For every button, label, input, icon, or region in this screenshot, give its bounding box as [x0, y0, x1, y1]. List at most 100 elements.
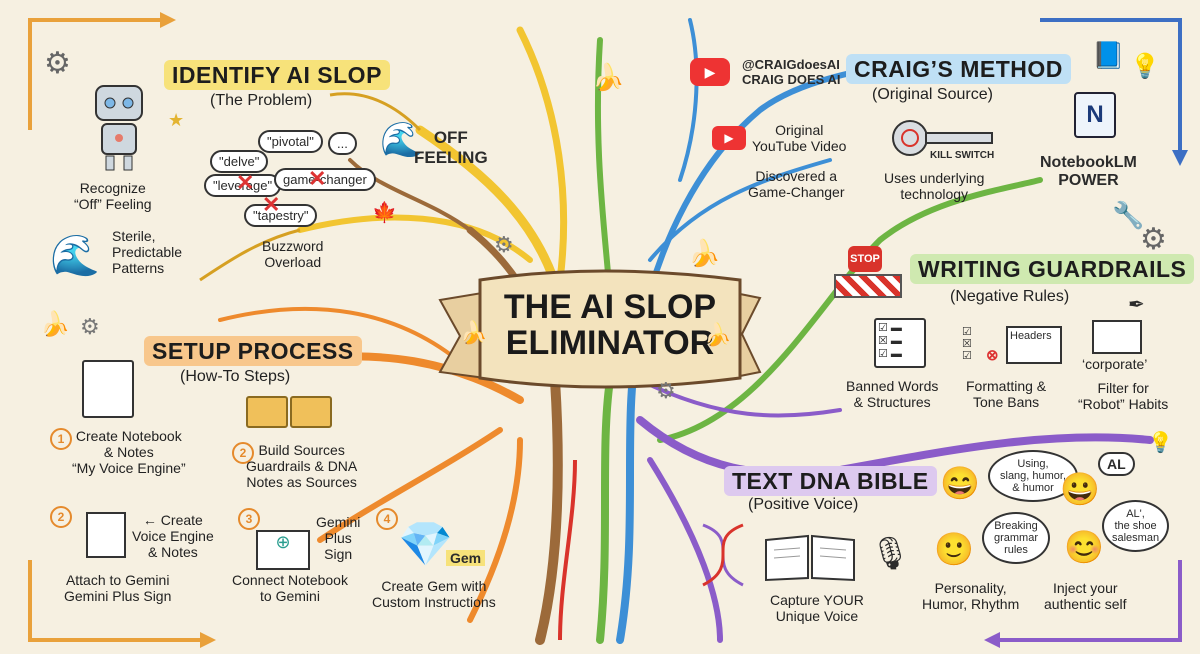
- microphone-icon: 🎙: [870, 535, 911, 571]
- banana-icon: 🍌: [704, 322, 732, 347]
- step4-number: 4: [376, 508, 398, 530]
- diamond-icon: 💎: [398, 520, 453, 569]
- checklist-icon: ☑ ▬☒ ▬☑ ▬: [874, 318, 926, 368]
- gear-icon: ⚙: [656, 378, 676, 403]
- headers-box: Headers: [1006, 326, 1062, 364]
- speech-al: AL: [1098, 452, 1135, 476]
- corporate-label: ‘corporate’: [1082, 356, 1148, 372]
- key-icon: [890, 118, 1000, 158]
- channel-handle: @CRAIGdoesAI CRAIG DOES AI: [742, 57, 841, 88]
- original-video-label: Original YouTube Video: [752, 122, 847, 155]
- notebook-pen-icon: [86, 512, 126, 558]
- speech-breaking: Breaking grammar rules: [982, 512, 1051, 564]
- star-icon: ★: [168, 110, 185, 130]
- cross-mark-icon: ✕: [308, 166, 327, 191]
- banana-icon: 🍌: [460, 320, 488, 345]
- step2-number: 2: [232, 442, 254, 464]
- attach-label: Attach to Gemini Gemini Plus Sign: [64, 572, 172, 605]
- gem-label: Gem: [446, 550, 486, 567]
- identify-title: IDENTIFY AI SLOP: [164, 60, 390, 91]
- guardrails-subtitle: (Negative Rules): [950, 288, 1070, 305]
- formatting-label: Formatting & Tone Bans: [966, 378, 1047, 411]
- robot-icon: [84, 78, 154, 173]
- youtube-icon: ▶: [712, 126, 746, 150]
- lightbulb-icon: 💡: [1148, 432, 1173, 454]
- face-icon: 😊: [1064, 529, 1104, 565]
- method-subtitle: (Original Source): [872, 86, 993, 103]
- wave-icon: 🌊: [50, 234, 100, 278]
- notebooklm-logo: N: [1074, 92, 1116, 138]
- method-title: CRAIG’S METHOD: [846, 54, 1071, 85]
- gear-icon: ⚙: [1140, 223, 1167, 256]
- document-icon: [1092, 320, 1142, 354]
- inject-label: Inject your authentic self: [1044, 580, 1127, 613]
- face-icon: 😀: [1060, 471, 1100, 507]
- leaf-icon: 🍁: [372, 202, 397, 224]
- banned-words-label: Banned Words & Structures: [846, 378, 939, 411]
- gemini-plus-label: Gemini Plus Sign: [316, 514, 361, 563]
- notebooklm-power-label: NotebookLM POWER: [1040, 154, 1137, 190]
- buzzword-bubble-leverage: "leverage": [204, 174, 282, 197]
- create-voice-label: ← Create Voice Engine & Notes: [132, 512, 214, 561]
- buzzword-label: Buzzword Overload: [262, 238, 324, 271]
- dna-subtitle: (Positive Voice): [748, 496, 859, 513]
- speech-using: Using, slang, humor, & humor: [988, 450, 1079, 502]
- notebook-icon: 📘: [1092, 40, 1125, 70]
- pen-icon: ✒: [1128, 294, 1145, 316]
- folder-icon: [290, 396, 332, 428]
- buzzword-bubble-game-changer: game-changer: [274, 168, 376, 191]
- channel-name: CRAIG DOES AI: [742, 71, 841, 87]
- step1-label: Create Notebook & Notes “My Voice Engine…: [72, 428, 186, 477]
- gear-icon: ⚙: [494, 232, 514, 257]
- step2b-number: 2: [50, 506, 72, 528]
- gear-icon: ⚙: [44, 47, 71, 80]
- setup-title: SETUP PROCESS: [144, 336, 362, 367]
- lightbulb-icon: 💡: [1130, 53, 1160, 80]
- wrench-icon: 🔧: [1112, 200, 1145, 230]
- stop-sign-icon: STOP: [848, 246, 882, 272]
- wave-icon: 🌊: [380, 121, 423, 159]
- center-title: THE AI SLOP ELIMINATOR: [480, 288, 740, 362]
- connect-label: Connect Notebook to Gemini: [232, 572, 348, 605]
- step3-number: 3: [238, 508, 260, 530]
- dna-title: TEXT DNA BIBLE: [724, 466, 937, 497]
- recognize-label: Recognize “Off” Feeling: [74, 180, 152, 213]
- face-icon: 😄: [940, 465, 980, 501]
- cross-mark-icon: ✕: [236, 170, 255, 195]
- format-list-icon: ☑☒☑: [962, 326, 972, 362]
- banana-icon: 🍌: [592, 62, 625, 92]
- center-title-line1: THE AI SLOP: [503, 288, 717, 326]
- discovered-label: Discovered a Game-Changer: [748, 168, 845, 201]
- folder-icon: [246, 396, 288, 428]
- barrier-icon: [834, 274, 902, 298]
- off-feeling-label: OFF FEELING: [414, 128, 488, 167]
- notebook-plus-icon: ⊕: [256, 530, 310, 570]
- filter-label: Filter for “Robot” Habits: [1078, 380, 1169, 413]
- youtube-icon: ▶: [690, 58, 730, 86]
- step1-number: 1: [50, 428, 72, 450]
- step2-label: Build Sources Guardrails & DNA Notes as …: [246, 442, 358, 491]
- guardrails-title: WRITING GUARDRAILS: [910, 254, 1195, 285]
- center-title-line2: ELIMINATOR: [505, 323, 715, 362]
- setup-subtitle: (How-To Steps): [180, 368, 291, 385]
- buzzword-bubble-dots: ...: [328, 132, 357, 155]
- buzzword-bubble-delve: "delve": [210, 150, 269, 173]
- speech-al-shoe: AL', the shoe salesman: [1102, 500, 1170, 552]
- face-icon: 🙂: [934, 531, 974, 567]
- buzzword-bubble-pivotal: "pivotal": [258, 130, 323, 153]
- buzzword-bubble-tapestry: "tapestry": [244, 204, 318, 227]
- gear-icon: ⚙: [80, 314, 100, 339]
- banana-icon: 🍌: [688, 238, 721, 268]
- create-gem-label: Create Gem with Custom Instructions: [372, 578, 496, 611]
- kill-switch-label: KILL SWITCH: [930, 150, 995, 161]
- uses-technology-label: Uses underlying technology: [884, 170, 985, 203]
- personality-label: Personality, Humor, Rhythm: [922, 580, 1020, 613]
- handle-text: @CRAIGdoesAI: [742, 57, 840, 72]
- banana-icon: 🍌: [40, 311, 70, 338]
- dna-icon: [698, 520, 748, 590]
- book-icon: [762, 532, 858, 582]
- capture-voice-label: Capture YOUR Unique Voice: [770, 592, 864, 625]
- cross-icon: ⊗: [986, 347, 999, 364]
- sterile-label: Sterile, Predictable Patterns: [112, 228, 183, 277]
